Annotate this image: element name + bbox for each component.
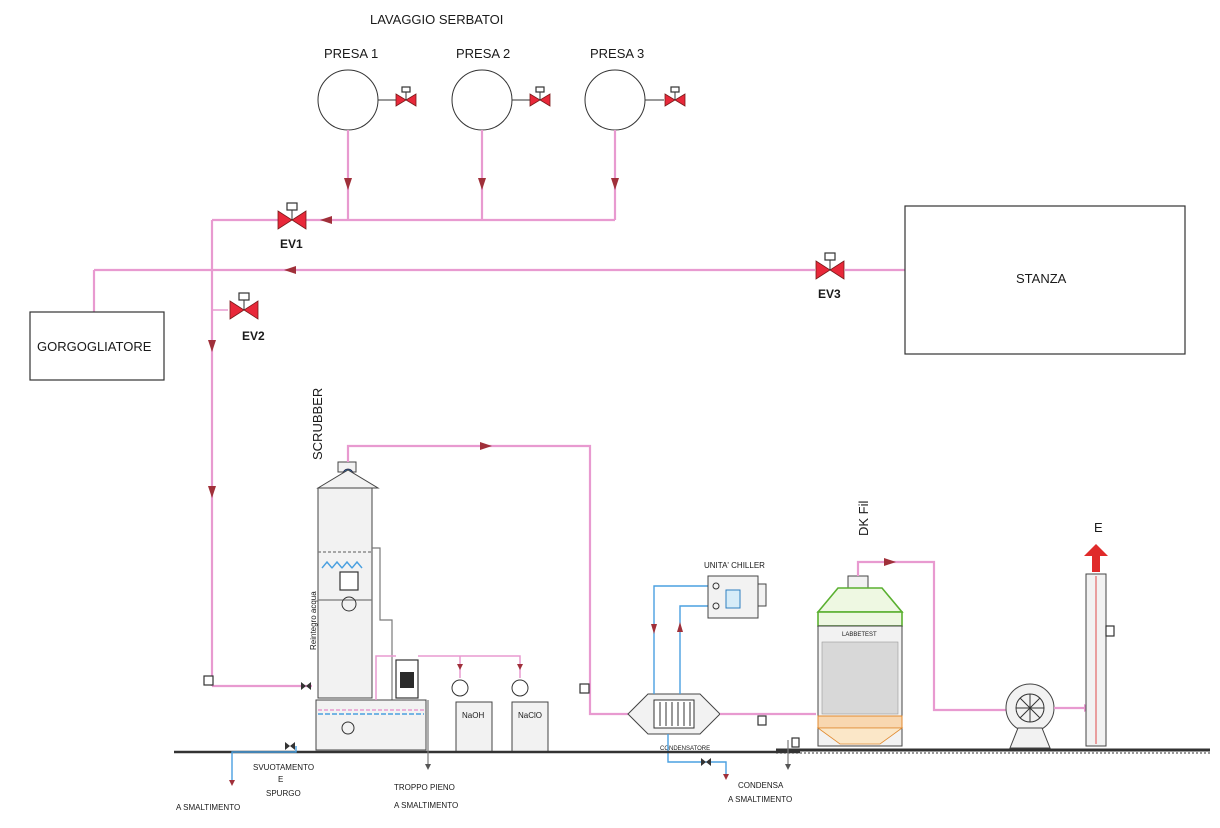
chiller-unit: UNITA' CHILLER xyxy=(704,561,767,619)
flow-arrow-icon xyxy=(884,558,896,566)
intake-1-label: PRESA 1 xyxy=(324,46,378,61)
naoh-tank: NaOH xyxy=(451,679,493,753)
note-smaltimento-left: A SMALTIMENTO xyxy=(176,803,240,812)
flow-arrow-icon xyxy=(611,178,619,190)
intake-3-label: PRESA 3 xyxy=(590,46,644,61)
intake-1: PRESA 1 xyxy=(317,46,417,220)
note-smaltimento-right: A SMALTIMENTO xyxy=(728,795,792,804)
diagram-title: LAVAGGIO SERBATOI xyxy=(370,12,503,27)
reintegro-label: Reintegro acqua xyxy=(309,591,318,650)
spray-nozzles-icon xyxy=(321,560,363,569)
scrubber-label: SCRUBBER xyxy=(310,388,325,460)
exhaust-fan xyxy=(1005,683,1055,749)
flow-arrow-icon xyxy=(284,266,296,274)
flow-arrow-icon xyxy=(651,624,657,634)
ev2-label: EV2 xyxy=(242,329,265,343)
note-troppo-pieno: TROPPO PIENO xyxy=(394,783,455,792)
chiller-label: UNITA' CHILLER xyxy=(704,561,765,570)
sample-port-icon xyxy=(757,715,767,726)
drain-valve-icon xyxy=(701,758,711,766)
flow-arrow-icon xyxy=(723,774,729,780)
intake-2-label: PRESA 2 xyxy=(456,46,510,61)
note-svuotamento-3: SPURGO xyxy=(266,789,301,798)
sample-port-icon xyxy=(1105,625,1115,637)
flow-arrow-icon xyxy=(208,486,216,498)
intake-1-circle xyxy=(317,69,379,131)
intake-2-valve-icon xyxy=(529,86,551,107)
ev2-valve-icon xyxy=(229,292,259,320)
flow-arrow-icon xyxy=(208,340,216,352)
intake-1-valve-icon xyxy=(395,86,417,107)
naclo-tank: NaClO xyxy=(511,679,549,753)
condensatore-label: CONDENSATORE xyxy=(660,746,710,752)
flow-arrow-icon xyxy=(229,780,235,786)
stanza-box: STANZA xyxy=(904,205,1186,355)
dk-fil-label: DK Fil xyxy=(856,501,871,537)
intake-2-circle xyxy=(451,69,513,131)
sample-port-icon xyxy=(203,675,214,686)
sample-port-icon xyxy=(791,737,800,748)
exhaust-stack: E xyxy=(1084,520,1115,747)
dk-fil-filter: DK Fil LABBETEST xyxy=(816,501,904,747)
condensatore: CONDENSATORE xyxy=(627,693,721,752)
sample-port-icon xyxy=(579,683,590,694)
flow-arrow-icon xyxy=(457,664,463,670)
exhaust-label: E xyxy=(1094,520,1103,535)
ev3-label: EV3 xyxy=(818,287,841,301)
stanza-label: STANZA xyxy=(1016,271,1067,286)
intake-3-circle xyxy=(584,69,646,131)
note-condensa: CONDENSA xyxy=(738,781,784,790)
intake-3-valve-icon xyxy=(664,86,686,107)
flow-arrow-icon xyxy=(480,442,492,450)
flow-arrow-icon xyxy=(478,178,486,190)
naclo-label: NaClO xyxy=(518,711,542,720)
scrubber: SCRUBBER Reintegro acqua xyxy=(301,388,427,751)
gorgogliatore-box: GORGOGLIATORE xyxy=(29,311,165,381)
flow-arrow-icon xyxy=(677,622,683,632)
note-smaltimento-mid: A SMALTIMENTO xyxy=(394,801,458,810)
dk-brand-label: LABBETEST xyxy=(842,632,877,638)
flow-arrow-icon xyxy=(517,664,523,670)
ev1-label: EV1 xyxy=(280,237,303,251)
flow-arrow-icon xyxy=(344,178,352,190)
intake-3: PRESA 3 xyxy=(584,46,686,220)
note-svuotamento-2: E xyxy=(278,775,283,784)
naoh-label: NaOH xyxy=(462,711,484,720)
drain-valve-icon xyxy=(285,742,295,750)
ev1-valve-icon xyxy=(277,202,307,230)
note-svuotamento-1: SVUOTAMENTO xyxy=(253,763,314,772)
ev3-valve-icon xyxy=(815,252,845,280)
flow-arrow-icon xyxy=(320,216,332,224)
inlet-valve-icon xyxy=(301,682,311,690)
intake-2: PRESA 2 xyxy=(451,46,551,220)
gorgogliatore-label: GORGOGLIATORE xyxy=(37,339,152,354)
